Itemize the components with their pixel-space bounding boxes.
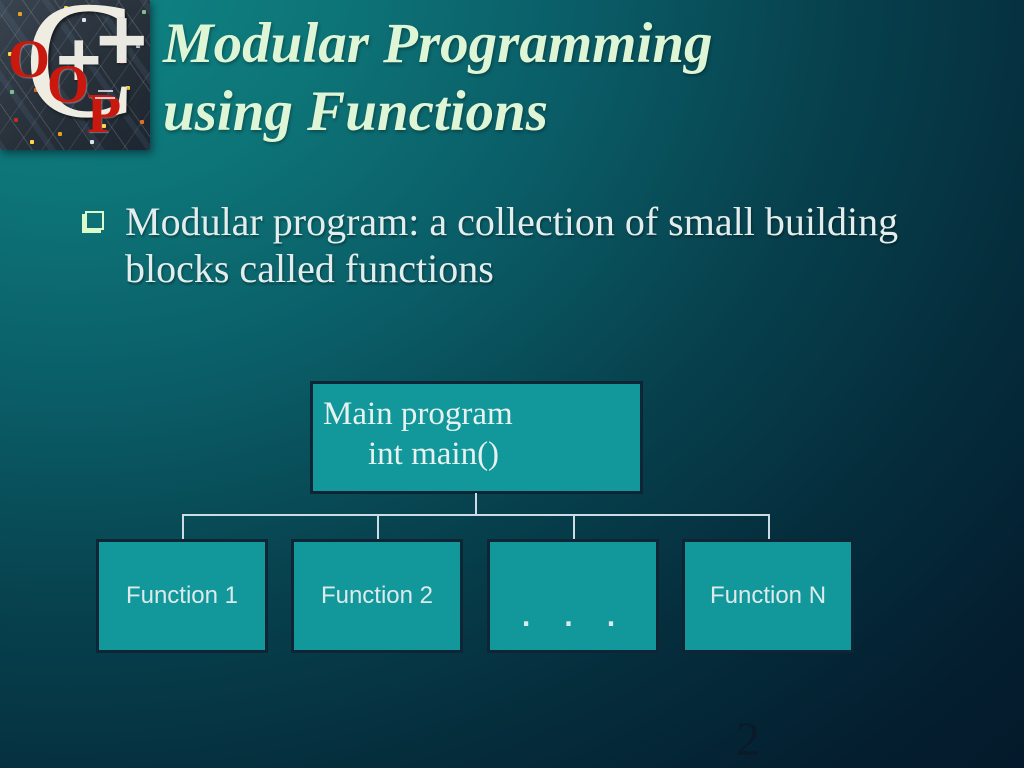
logo-letter-p: P <box>87 83 122 145</box>
slide-title-line-2: using Functions <box>163 80 548 143</box>
function-1-box: Function 1 <box>96 539 268 653</box>
logo-fine-print <box>98 90 113 92</box>
page-number: 2 <box>736 713 760 766</box>
function-1-label: Function 1 <box>125 582 239 609</box>
logo-plus-icon: + <box>56 15 102 103</box>
function-n-label: Function N <box>709 582 827 609</box>
cpp-oop-logo: C + + O O P <box>0 0 150 150</box>
logo-letter-c: C <box>24 0 137 150</box>
function-n-box: Function N <box>682 539 854 653</box>
connector-stub-1 <box>182 516 184 540</box>
logo-letter-o2: O <box>47 54 90 114</box>
logo-plus-icon: + <box>96 0 148 89</box>
logo-fine-print <box>95 97 115 99</box>
bullet-text-line-2: blocks called functions <box>125 246 494 291</box>
bullet-text: Modular program: a collection of small b… <box>125 198 965 292</box>
logo-speckles <box>0 0 4 4</box>
function-2-label: Function 2 <box>320 582 434 609</box>
bullet-text-line-1: Modular program: a collection of small b… <box>125 199 899 244</box>
main-program-box: Main program int main() <box>310 381 643 494</box>
logo-letter-o1: O <box>8 29 51 89</box>
slide-title: Modular Programming using Functions <box>163 10 1003 146</box>
ellipsis-box: . . . <box>487 539 659 653</box>
square-bullet-icon <box>85 211 104 230</box>
function-2-box: Function 2 <box>291 539 463 653</box>
connector-stub-2 <box>377 516 379 540</box>
main-program-label: Main program <box>323 396 513 432</box>
connector-horizontal <box>182 514 770 516</box>
connector-stub-4 <box>768 516 770 540</box>
connector-trunk <box>475 493 477 515</box>
slide-title-line-1: Modular Programming <box>163 12 713 75</box>
connector-stub-3 <box>573 516 575 540</box>
int-main-label: int main() <box>368 436 500 472</box>
ellipsis-label: . . . <box>519 587 627 636</box>
